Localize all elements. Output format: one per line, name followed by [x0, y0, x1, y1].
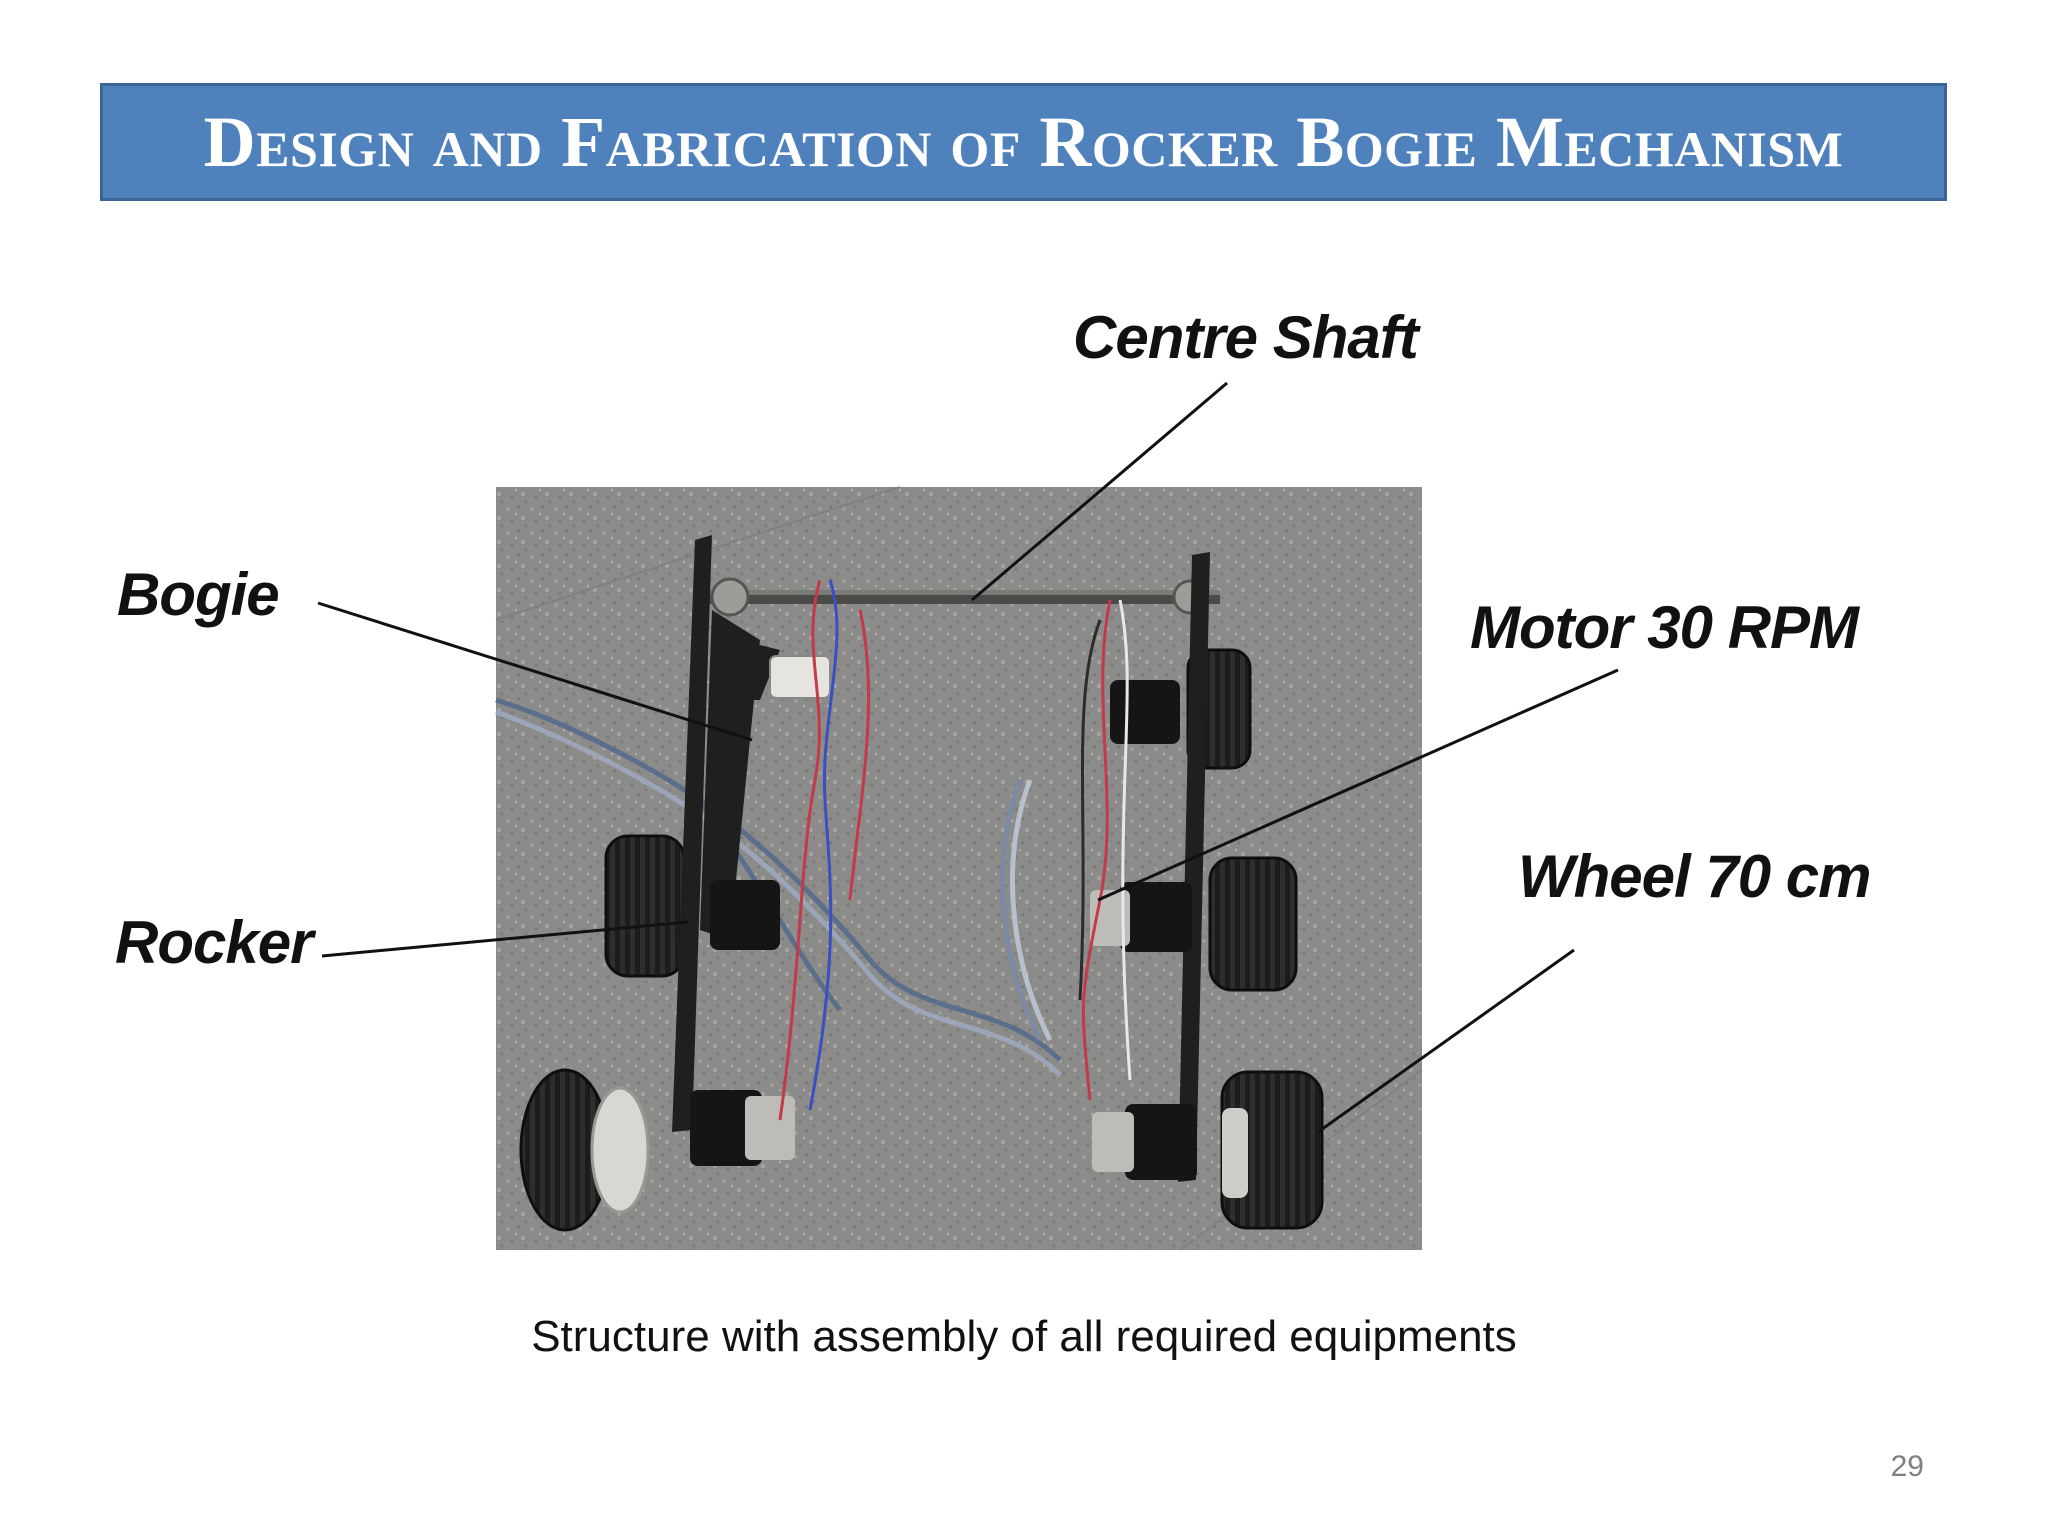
- leader-wheel: [1317, 948, 1575, 1134]
- label-bogie: Bogie: [117, 561, 280, 628]
- label-rocker: Rocker: [115, 909, 313, 976]
- title-bar: Design and Fabrication of Rocker Bogie M…: [100, 83, 1947, 201]
- motors: [690, 655, 1197, 1180]
- leader-centre-shaft: [971, 381, 1228, 602]
- wires: [778, 579, 1132, 1121]
- right-frame: [1178, 552, 1210, 1182]
- leader-rocker: [321, 920, 689, 958]
- figure-caption: Structure with assembly of all required …: [531, 1312, 1517, 1361]
- wheel-right-front: [1220, 1070, 1324, 1230]
- label-wheel: Wheel 70 cm: [1518, 843, 1871, 910]
- label-centre-shaft: Centre Shaft: [1073, 304, 1419, 371]
- left-frame: [672, 535, 780, 1132]
- leader-lines: [317, 381, 1619, 1134]
- leader-bogie: [317, 601, 753, 742]
- label-motor: Motor 30 RPM: [1470, 594, 1859, 661]
- wheel-left-middle: [604, 834, 686, 978]
- slide-title: Design and Fabrication of Rocker Bogie M…: [203, 101, 1844, 182]
- wheel-right-middle: [1208, 856, 1298, 992]
- wheel-left-front: [519, 1068, 650, 1232]
- page-number: 29: [1890, 1450, 1924, 1483]
- leader-motor: [1097, 668, 1619, 902]
